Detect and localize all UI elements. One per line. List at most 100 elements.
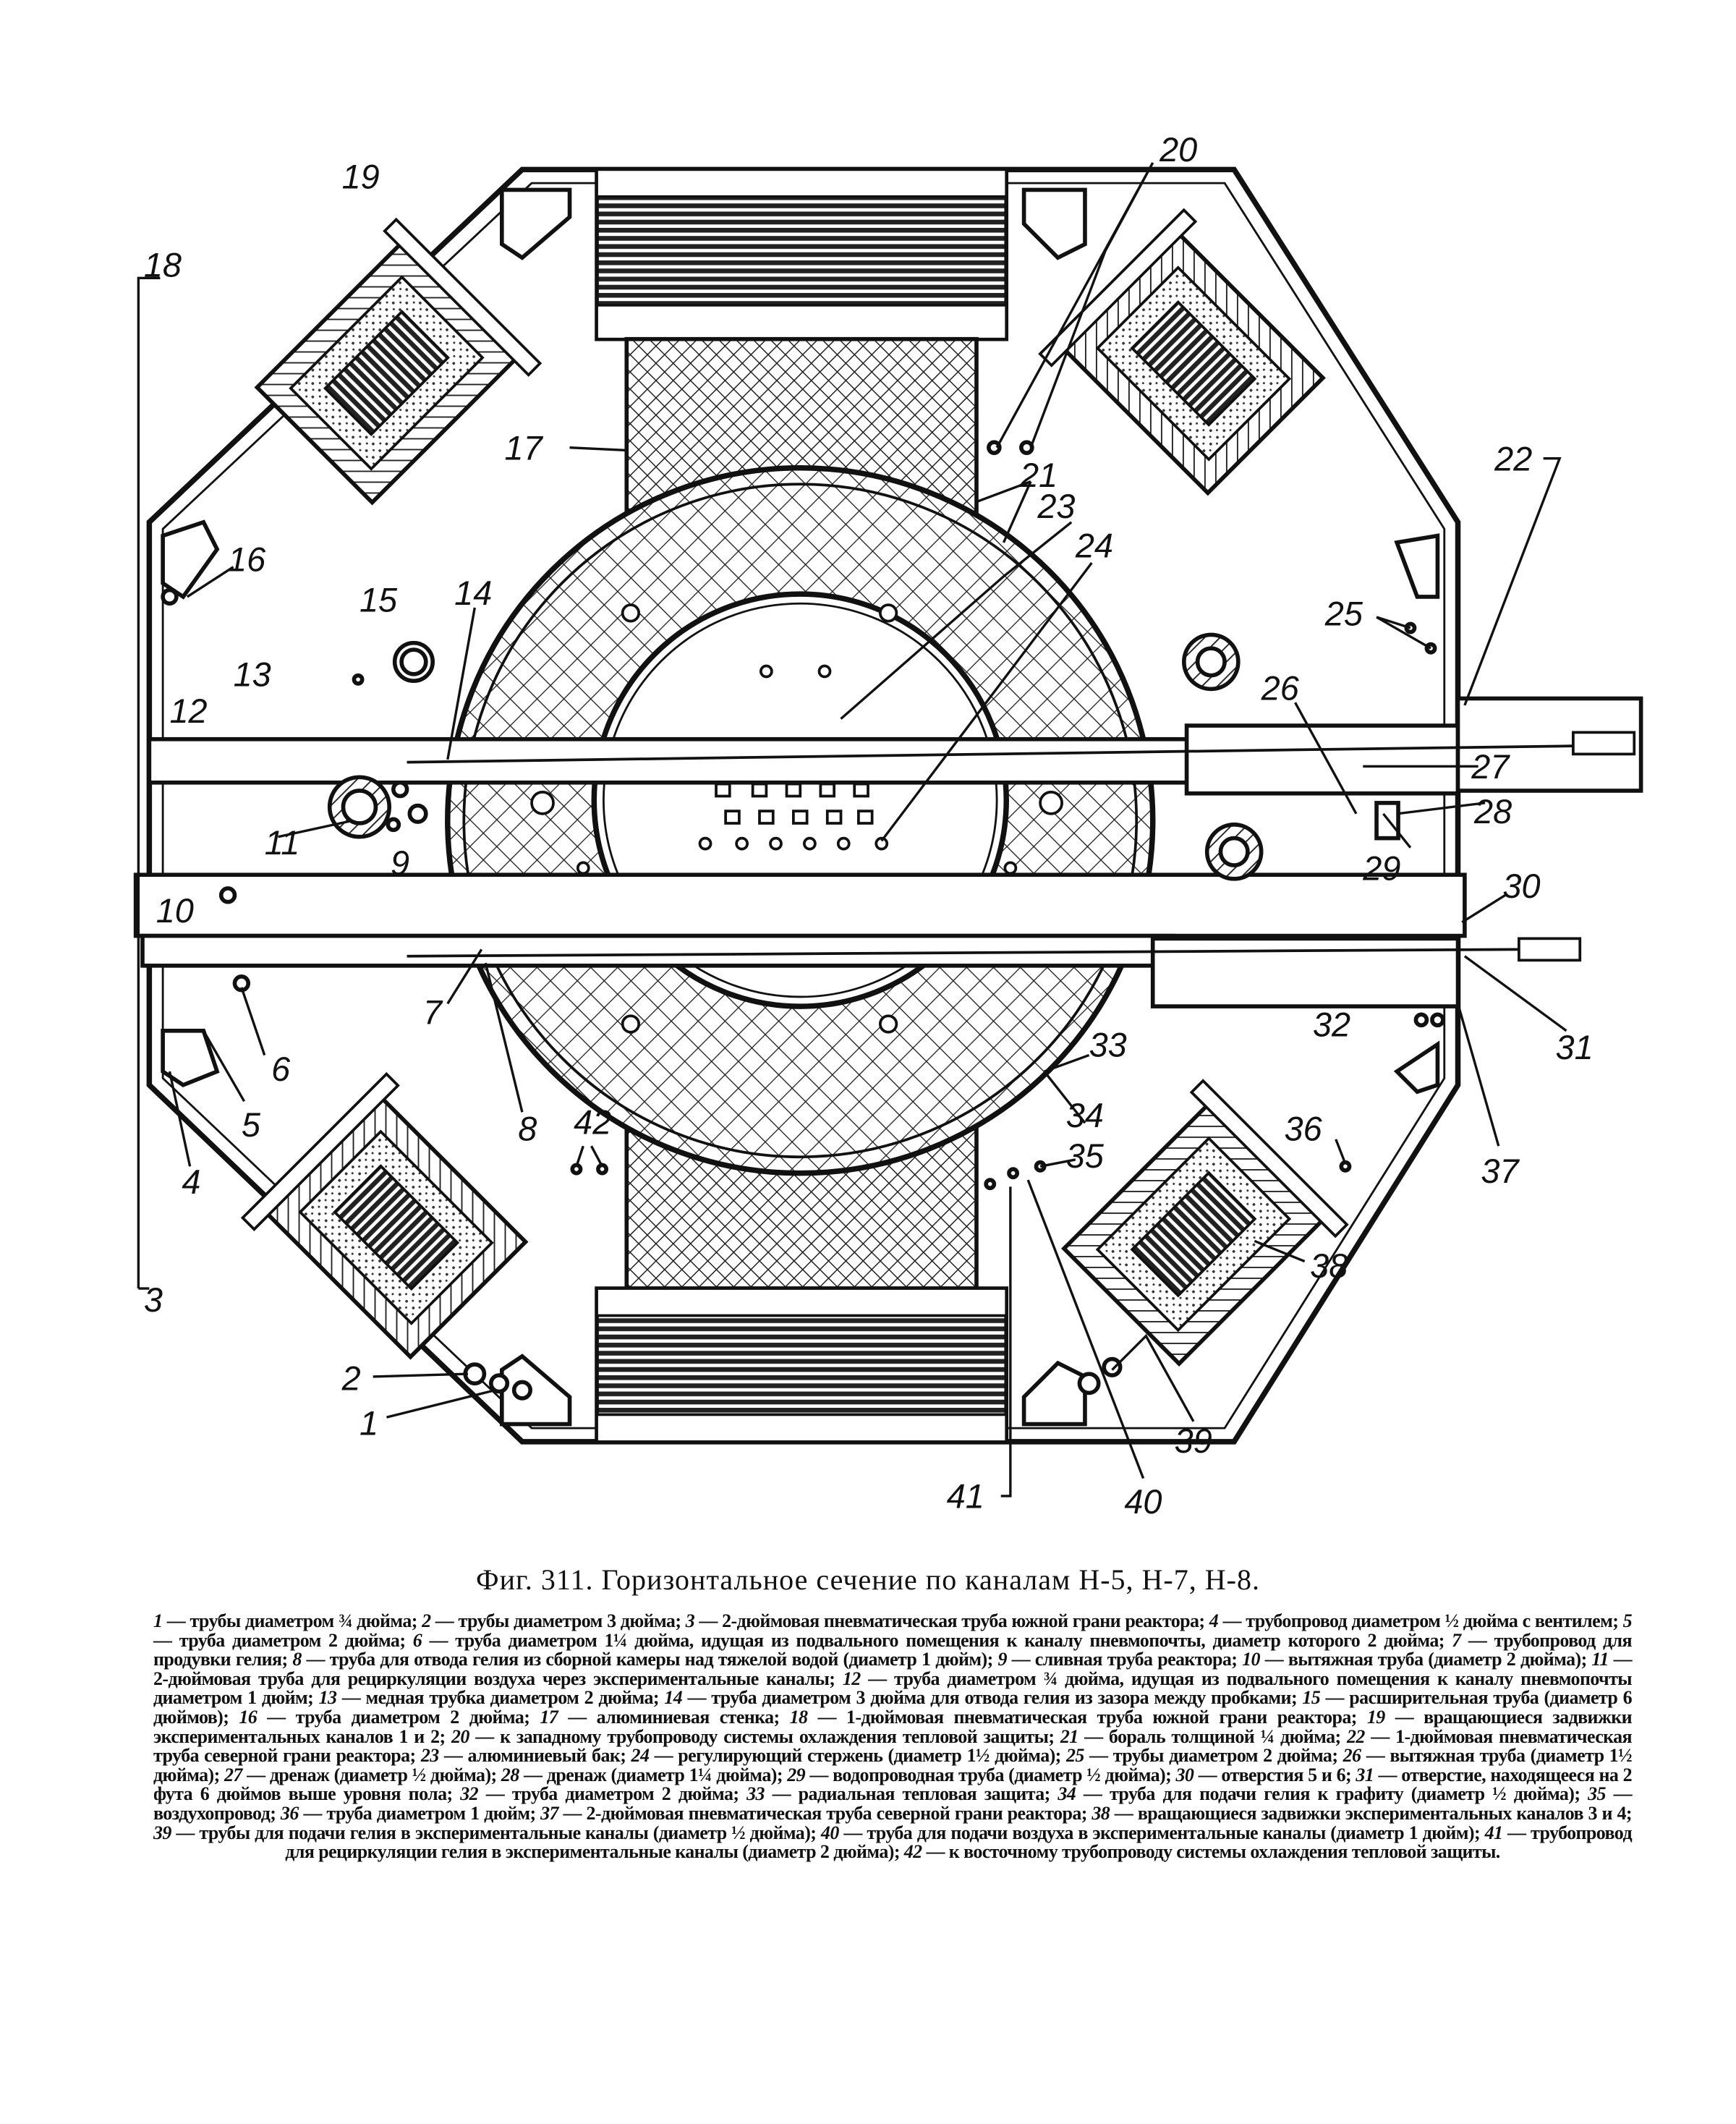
legend-item-number: 40 (820, 1822, 839, 1843)
callout-38: 38 (1310, 1247, 1348, 1285)
legend-item-number: 21 (1060, 1725, 1078, 1747)
legend-item: 4 — трубопровод диаметром ½ дюйма с вент… (1209, 1610, 1613, 1631)
legend-item-number: 27 (224, 1764, 242, 1785)
legend-item-number: 10 (1242, 1649, 1260, 1670)
legend-item-number: 3 (685, 1610, 695, 1631)
legend-item-number: 41 (1484, 1822, 1503, 1843)
legend-item: 23 — алюминиевый бак (420, 1745, 621, 1767)
callout-33: 33 (1089, 1026, 1127, 1063)
callout-24: 24 (1075, 527, 1113, 565)
figure-legend: 1 — трубы диаметром ¾ дюйма; 2 — трубы д… (153, 1610, 1633, 1863)
legend-item-text: вращающиеся задвижки экспериментальных к… (153, 1706, 1633, 1747)
legend-item-text: радиальная тепловая защита (798, 1783, 1045, 1805)
callout-20: 20 (1159, 131, 1197, 169)
legend-item-text: 1-дюймовая пневматическая труба южной гр… (846, 1706, 1351, 1728)
legend-item: 18 — 1-дюймовая пневматическая труба южн… (789, 1706, 1352, 1728)
legend-item-number: 7 (1452, 1629, 1461, 1651)
legend-item: 8 — труба для отвода гелия из сборной ка… (292, 1649, 987, 1670)
legend-item: 22 — 1-дюймовая пневматическая труба сев… (153, 1725, 1633, 1767)
legend-item: 33 — радиальная тепловая защита (746, 1783, 1045, 1805)
legend-item-text: дренаж (диаметр ½ дюйма) (269, 1764, 491, 1785)
legend-item: 26 — вытяжная труба (диаметр 1½ дюйма) (153, 1745, 1633, 1785)
legend-item: 41 — трубопровод для рециркуляции гелия … (285, 1822, 1632, 1863)
legend-item-number: 28 (501, 1764, 519, 1785)
legend-item-text: труба для отвода гелия из сборной камеры… (329, 1649, 988, 1670)
legend-item-number: 9 (997, 1649, 1007, 1670)
callout-39: 39 (1175, 1422, 1212, 1460)
callout-22: 22 (1494, 441, 1532, 478)
callout-14: 14 (454, 574, 492, 612)
legend-item: 28 — дренаж (диаметр 1¼ дюйма) (501, 1764, 778, 1785)
callout-4: 4 (182, 1163, 200, 1201)
callout-15: 15 (359, 582, 398, 619)
legend-item: 32 — труба диаметром 2 дюйма (460, 1783, 733, 1805)
legend-item: 10 — вытяжная труба (диаметр 2 дюйма) (1242, 1649, 1581, 1670)
legend-item: 12 — труба диаметром ¾ дюйма, идущая из … (153, 1668, 1633, 1709)
legend-item: 6 — труба диаметром 1¼ дюйма, идущая из … (412, 1629, 1439, 1651)
legend-item-number: 31 (1356, 1764, 1374, 1785)
legend-item-number: 30 (1175, 1764, 1194, 1785)
legend-item: 13 — медная трубка диаметром 2 дюйма (318, 1687, 654, 1709)
legend-item-number: 4 (1209, 1610, 1219, 1631)
legend-item-number: 22 (1346, 1725, 1365, 1747)
legend-item-text: медная трубка диаметром 2 дюйма (365, 1687, 653, 1709)
leader-lines (137, 162, 1567, 1498)
reactor-section-diagram: 1 2 3 4 5 6 7 8 9 10 11 12 13 14 15 16 1… (133, 131, 1643, 1521)
callout-16: 16 (228, 540, 266, 578)
legend-item-text: трубопровод диаметром ½ дюйма с вентилем (1246, 1610, 1613, 1631)
legend-item-text: труба диаметром 2 дюйма (179, 1629, 400, 1651)
legend-item-text: трубы диаметром 3 дюйма (458, 1610, 676, 1631)
legend-item-text: труба диаметром 1¼ дюйма, идущая из подв… (455, 1629, 1439, 1651)
callout-28: 28 (1473, 793, 1512, 831)
legend-item: 39 — трубы для подачи гелия в эксперимен… (153, 1822, 811, 1843)
callout-41: 41 (947, 1478, 984, 1516)
legend-item: 15 — расширительная труба (диаметр 6 дюй… (153, 1687, 1633, 1728)
callout-29: 29 (1362, 850, 1400, 888)
legend-item-text: алюминиевый бак (467, 1745, 621, 1767)
callout-17: 17 (505, 430, 544, 467)
callout-10: 10 (156, 892, 194, 930)
legend-item-number: 32 (460, 1783, 479, 1805)
callout-40: 40 (1124, 1483, 1162, 1521)
callout-26: 26 (1261, 669, 1300, 707)
legend-item-number: 11 (1591, 1649, 1609, 1670)
legend-item-text: воздухопровод (153, 1802, 271, 1824)
callout-27: 27 (1471, 748, 1510, 786)
legend-item-text: трубы диаметром 2 дюйма (1112, 1745, 1332, 1767)
legend-item: 35 — воздухопровод (153, 1783, 1633, 1824)
legend-item: 40 — труба для подачи воздуха в эксперим… (820, 1822, 1475, 1843)
horizontal-channels (133, 696, 1643, 1008)
callout-31: 31 (1556, 1029, 1594, 1066)
legend-item-number: 15 (1302, 1687, 1321, 1709)
legend-item-text: 2-дюймовая пневматическая труба южной гр… (722, 1610, 1199, 1631)
legend-item-number: 16 (239, 1706, 258, 1728)
callout-37: 37 (1481, 1152, 1520, 1190)
callout-labels: 1 2 3 4 5 6 7 8 9 10 11 12 13 14 15 16 1… (144, 131, 1594, 1521)
callout-18: 18 (144, 246, 182, 284)
legend-item: 11 — 2-дюймовая труба для рециркуляции в… (153, 1649, 1633, 1689)
legend-item-number: 19 (1366, 1706, 1385, 1728)
callout-6: 6 (271, 1050, 291, 1088)
legend-item-number: 1 (153, 1610, 163, 1631)
legend-item: 19 — вращающиеся задвижки эксперименталь… (153, 1706, 1633, 1747)
callout-11: 11 (265, 824, 300, 862)
legend-item-text: трубопровод для продувки гелия (153, 1629, 1633, 1670)
callout-25: 25 (1324, 595, 1363, 632)
legend-item-number: 14 (664, 1687, 683, 1709)
legend-item-text: трубы диаметром ¾ дюйма (190, 1610, 412, 1631)
legend-item: 16 — труба диаметром 2 дюйма (239, 1706, 524, 1728)
callout-1: 1 (359, 1405, 378, 1443)
legend-item-number: 34 (1058, 1783, 1076, 1805)
legend-item-text: отверстия 5 и 6 (1221, 1764, 1345, 1785)
legend-item-text: трубопровод для рециркуляции гелия в экс… (285, 1822, 1632, 1863)
legend-item-text: отверстие, находящееся на 2 фута 6 дюймо… (153, 1764, 1633, 1805)
legend-item-text: 2-дюймовая пневматическая труба северной… (586, 1802, 1082, 1824)
figure-caption-title: Фиг. 311. Горизонтальное сечение по кана… (476, 1563, 1260, 1596)
legend-item: 42 — к восточному трубопроводу системы о… (903, 1841, 1501, 1863)
legend-item-number: 29 (787, 1764, 806, 1785)
legend-item: 27 — дренаж (диаметр ½ дюйма) (224, 1764, 491, 1785)
legend-item-text: вытяжная труба (диаметр 2 дюйма) (1288, 1649, 1581, 1670)
legend-item-text: 2-дюймовая труба для рециркуляции воздух… (153, 1668, 830, 1689)
legend-item-text: труба диаметром 3 дюйма для отвода гелия… (711, 1687, 1291, 1709)
legend-item-number: 5 (1622, 1610, 1633, 1631)
